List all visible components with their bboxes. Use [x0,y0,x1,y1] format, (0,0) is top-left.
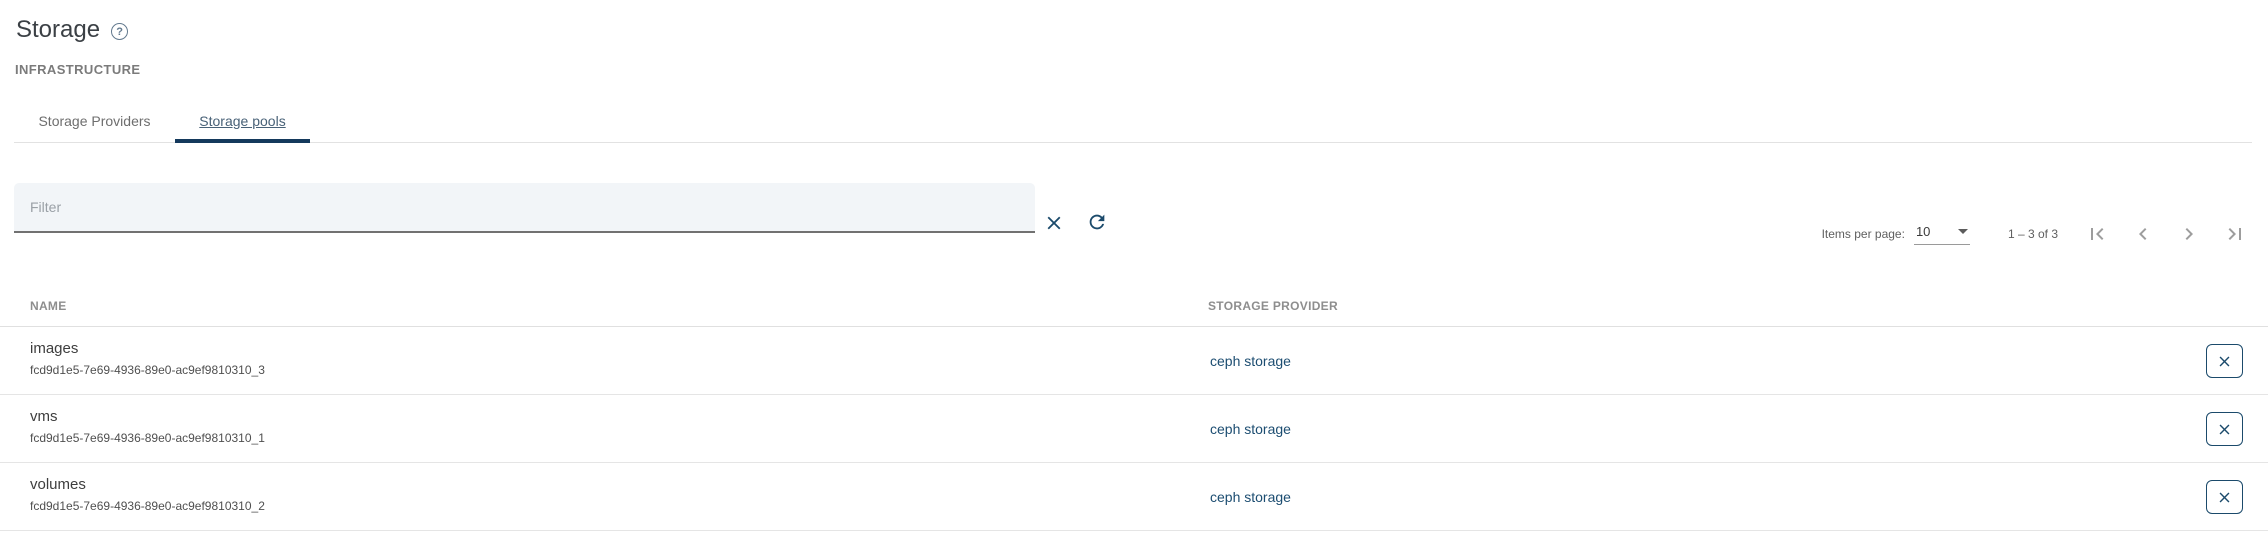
column-header-storage-provider: STORAGE PROVIDER [1208,299,1338,313]
last-page-icon [2228,228,2241,240]
chevron-left-icon [2139,228,2147,240]
page-title: Storage [16,16,101,43]
chevron-down-icon [1957,228,1968,234]
tab-storage-pools-label: Storage pools [199,112,286,129]
tab-storage-providers-label: Storage Providers [38,112,151,129]
page-header: Storage ? [16,16,129,44]
pool-id: fcd9d1e5-7e69-4936-89e0-ac9ef9810310_3 [30,363,265,377]
section-label: INFRASTRUCTURE [15,62,141,77]
first-page-button[interactable] [2074,214,2120,254]
clear-filter-button[interactable] [1036,205,1072,241]
storage-provider-link[interactable]: ceph storage [1210,489,1291,505]
page-size-select[interactable]: 10 [1913,223,1970,245]
close-icon [2219,356,2230,366]
page-size-value: 10 [1915,223,1931,239]
remove-pool-button[interactable] [2206,344,2243,378]
pool-name: volumes [30,476,86,493]
chevron-right-icon [2185,228,2193,240]
paginator: Items per page: 10 1 – 3 of 3 [1822,212,2258,256]
refresh-button[interactable] [1079,204,1115,240]
close-icon [1047,216,1061,230]
close-icon [2219,492,2230,502]
filter-input[interactable] [14,183,1035,231]
remove-pool-button[interactable] [2206,480,2243,514]
first-page-icon [2091,228,2104,240]
paginator-nav [2074,214,2258,254]
items-per-page-label: Items per page: [1821,227,1905,241]
pool-id: fcd9d1e5-7e69-4936-89e0-ac9ef9810310_2 [30,499,265,513]
remove-pool-button[interactable] [2206,412,2243,446]
paginator-range-label: 1 – 3 of 3 [2007,227,2058,241]
table-row: volumes fcd9d1e5-7e69-4936-89e0-ac9ef981… [0,463,2268,531]
tab-bar: Storage Providers Storage pools [14,99,2252,143]
help-icon[interactable]: ? [111,23,129,40]
previous-page-button[interactable] [2120,214,2166,254]
refresh-icon [1089,214,1105,230]
storage-provider-link[interactable]: ceph storage [1210,353,1291,369]
table-row: images fcd9d1e5-7e69-4936-89e0-ac9ef9810… [0,327,2268,395]
filter-field [14,183,1035,233]
next-page-button[interactable] [2166,214,2212,254]
pool-id: fcd9d1e5-7e69-4936-89e0-ac9ef9810310_1 [30,431,265,445]
pool-name: images [30,340,79,357]
tab-storage-pools[interactable]: Storage pools [175,99,310,142]
last-page-button[interactable] [2212,214,2258,254]
tab-storage-providers[interactable]: Storage Providers [14,99,175,142]
table-row: vms fcd9d1e5-7e69-4936-89e0-ac9ef9810310… [0,395,2268,463]
active-tab-indicator [175,139,310,143]
storage-provider-link[interactable]: ceph storage [1210,421,1291,437]
close-icon [2219,424,2230,434]
pool-name: vms [30,408,58,425]
column-header-name: NAME [30,299,67,313]
table-header-row: NAME STORAGE PROVIDER [0,290,2268,327]
